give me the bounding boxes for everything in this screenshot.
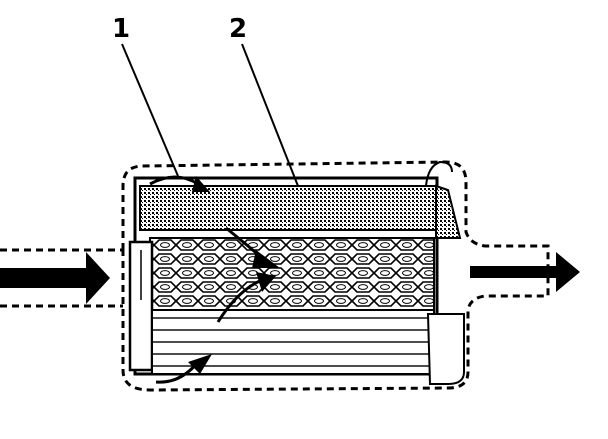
flow-arrow-diagonal bbox=[216, 278, 263, 323]
absorbent-layer bbox=[139, 185, 437, 231]
perforated-mesh bbox=[149, 237, 435, 311]
inlet-arrow bbox=[0, 252, 110, 304]
inlet-channel bbox=[128, 240, 154, 372]
outlet-flange bbox=[426, 313, 465, 385]
leader-line-2 bbox=[241, 43, 299, 187]
callout-label-2: 2 bbox=[229, 14, 248, 44]
leader-line-1 bbox=[121, 43, 179, 177]
absorbent-layer-edge bbox=[435, 184, 462, 239]
housing-dashed-outline bbox=[121, 160, 550, 392]
callout-label-1: 1 bbox=[112, 14, 131, 44]
outlet-arrow bbox=[470, 252, 580, 292]
inlet-pipe-dashed bbox=[0, 248, 123, 308]
flow-arrow-top bbox=[149, 175, 199, 186]
top-tab bbox=[425, 160, 453, 187]
